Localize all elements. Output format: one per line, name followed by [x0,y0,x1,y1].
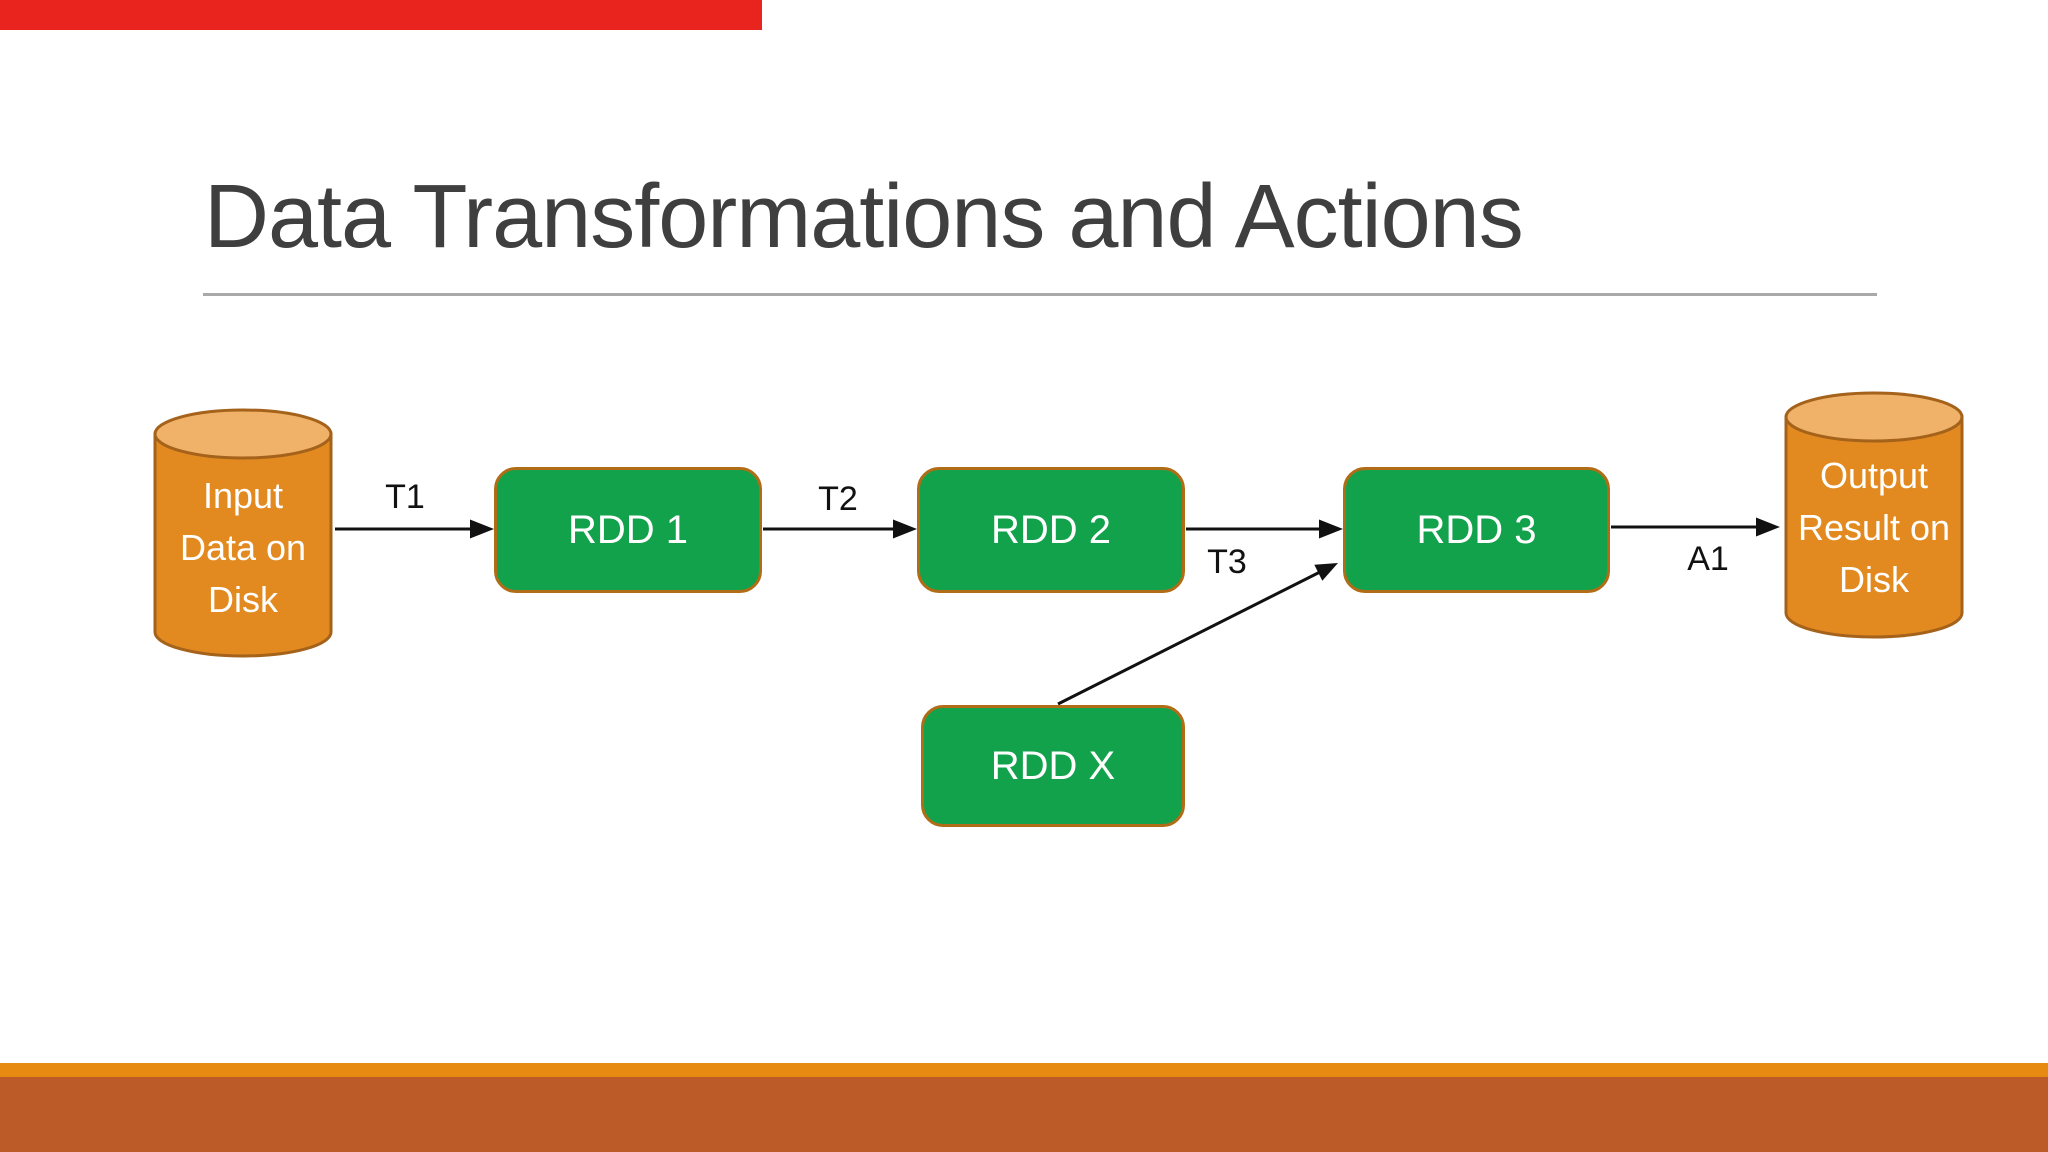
input-cylinder-icon [153,408,333,658]
node-rdd1: RDD 1 [494,467,762,593]
output-cylinder-label: Output Result on Disk [1797,454,1951,600]
footer-brick-bar [0,1077,2048,1152]
node-rddx: RDD X [921,705,1185,827]
arrow-label-t2: T2 [818,480,858,518]
node-rddx-label: RDD X [990,743,1116,788]
node-rdd2: RDD 2 [917,467,1185,593]
node-rdd3: RDD 3 [1343,467,1610,593]
node-rdd3-label: RDD 3 [1416,507,1537,552]
arrow-label-t3: T3 [1207,543,1247,581]
arrow-label-a1: A1 [1687,540,1729,578]
input-cylinder-label: Input Data on Disk [179,474,307,620]
arrow-t2 [763,519,917,539]
arrow-rddx-to-rdd3 [1057,563,1338,706]
arrow-a1 [1611,517,1780,537]
node-rdd1-label: RDD 1 [567,507,689,552]
node-rdd2-label: RDD 2 [990,507,1112,552]
slide-title: Data Transformations and Actions [204,167,1524,267]
title-underline [203,293,1877,296]
output-cylinder-icon [1784,391,1964,639]
arrow-label-t1: T1 [385,478,425,516]
top-red-bar [0,0,762,30]
arrow-t3 [1186,519,1343,539]
arrow-t1 [335,519,494,539]
footer-orange-strip [0,1063,2048,1077]
